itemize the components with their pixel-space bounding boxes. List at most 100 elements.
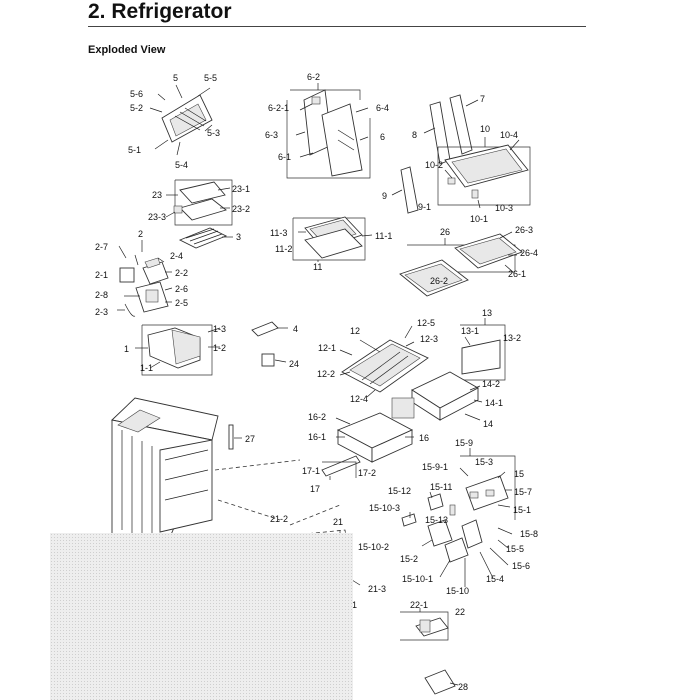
part-label: 15-12 [388, 486, 411, 496]
part-9-10-drawing [391, 137, 531, 214]
part-16-drawing [335, 412, 414, 463]
part-label: 6 [380, 132, 385, 142]
part-label: 21-3 [368, 584, 386, 594]
part-label: 5-2 [130, 103, 143, 113]
part-5-drawing [149, 84, 213, 156]
title-rule [88, 26, 586, 27]
part-label: 15-10-3 [369, 503, 400, 513]
part-label: -1 [349, 600, 357, 610]
part-label: 10-2 [425, 160, 443, 170]
part-label: 21-2 [270, 514, 288, 524]
part-label: 16-2 [308, 412, 326, 422]
part-label: 9 [382, 191, 387, 201]
part-13-drawing [460, 318, 506, 381]
page-title: 2. Refrigerator [88, 0, 232, 23]
part-label: 5 [173, 73, 178, 83]
part-7-8-drawing [423, 94, 479, 165]
part-label: 12-5 [417, 318, 435, 328]
part-label: 4 [293, 324, 298, 334]
part-label: 15-10-2 [358, 542, 389, 552]
part-label: 2-3 [95, 307, 108, 317]
section-subtitle: Exploded View [88, 44, 166, 56]
part-label: 1-1 [140, 363, 153, 373]
part-label: 12 [350, 326, 360, 336]
part-label: 10-3 [495, 203, 513, 213]
part-label: 24 [289, 359, 299, 369]
part-label: 15-10 [446, 586, 469, 596]
part-17-drawing [321, 455, 361, 480]
part-label: 6-3 [265, 130, 278, 140]
part-label: 5-6 [130, 89, 143, 99]
part-labels: 5 5-5 5-6 5-2 5-3 5-1 5-4 6-2 6-2-1 6-4 … [95, 72, 538, 692]
part-label: 2-1 [95, 270, 108, 280]
part-label: 16-1 [308, 432, 326, 442]
part-label: 15-13 [425, 515, 448, 525]
part-label: 14-1 [485, 398, 503, 408]
part-label: 14 [483, 419, 493, 429]
part-label: 11 [313, 262, 322, 272]
part-label: 26-2 [430, 276, 448, 286]
part-label: 7 [480, 94, 485, 104]
part-label: 15-9-1 [422, 462, 448, 472]
part-label: 10 [480, 124, 490, 134]
part-label: 17 [310, 484, 320, 494]
part-27-drawing [228, 424, 242, 450]
part-label: 2-2 [175, 268, 188, 278]
part-23-drawing [165, 179, 233, 226]
part-11-drawing [292, 216, 373, 262]
part-label: 15-10-1 [402, 574, 433, 584]
part-15-drawing [401, 448, 516, 587]
part-label: 13-1 [461, 326, 479, 336]
part-label: 9-1 [418, 202, 431, 212]
part-label: 2-6 [175, 284, 188, 294]
part-label: 10-1 [470, 214, 488, 224]
part-label: 28 [458, 682, 468, 692]
part-label: 2-8 [95, 290, 108, 300]
part-label: 15-5 [506, 544, 524, 554]
part-label: 22 [455, 607, 465, 617]
part-label: 12-4 [350, 394, 368, 404]
part-label: 6-2 [307, 72, 320, 82]
part-label: 14-2 [482, 379, 500, 389]
part-label: 16 [419, 433, 429, 443]
refrigerator-cabinet-drawing [111, 397, 341, 561]
part-label: 5-1 [128, 145, 141, 155]
part-label: 5-4 [175, 160, 188, 170]
part-label: 13 [482, 308, 492, 318]
part-label: 17-2 [358, 468, 376, 478]
part-label: 26-4 [520, 248, 538, 258]
part-label: 15-8 [520, 529, 538, 539]
part-label: 5-3 [207, 128, 220, 138]
part-label: 12-1 [318, 343, 336, 353]
part-2-drawing [117, 240, 173, 317]
part-label: 23-3 [148, 212, 166, 222]
part-label: 2-4 [170, 251, 183, 261]
part-label: 26 [440, 227, 450, 237]
part-label: 11-2 [275, 244, 292, 254]
part-label: 6-4 [376, 103, 389, 113]
part-label: 15-3 [475, 457, 493, 467]
part-label: 23-2 [232, 204, 250, 214]
part-label: 15-9 [455, 438, 473, 448]
part-label: 12-3 [420, 334, 438, 344]
part-4-24-drawing [251, 321, 288, 367]
part-label: 1-3 [213, 324, 226, 334]
part-label: 2 [138, 229, 143, 239]
part-label: 21 [333, 517, 343, 527]
part-label: 6-2-1 [268, 103, 289, 113]
part-label: 13-2 [503, 333, 521, 343]
part-label: 11-1 [375, 231, 392, 241]
part-label: 8 [412, 130, 417, 140]
part-label: 15-7 [514, 487, 532, 497]
part-label: 11-3 [270, 228, 287, 238]
part-label: 5-5 [204, 73, 217, 83]
part-26-drawing [399, 231, 523, 297]
part-label: 3 [236, 232, 241, 242]
part-22-28-drawing [400, 608, 459, 695]
part-label: 2-5 [175, 298, 188, 308]
part-label: 1-2 [213, 343, 226, 353]
part-label: 15-4 [486, 574, 504, 584]
part-label: 15-6 [512, 561, 530, 571]
part-14-drawing [391, 371, 483, 421]
